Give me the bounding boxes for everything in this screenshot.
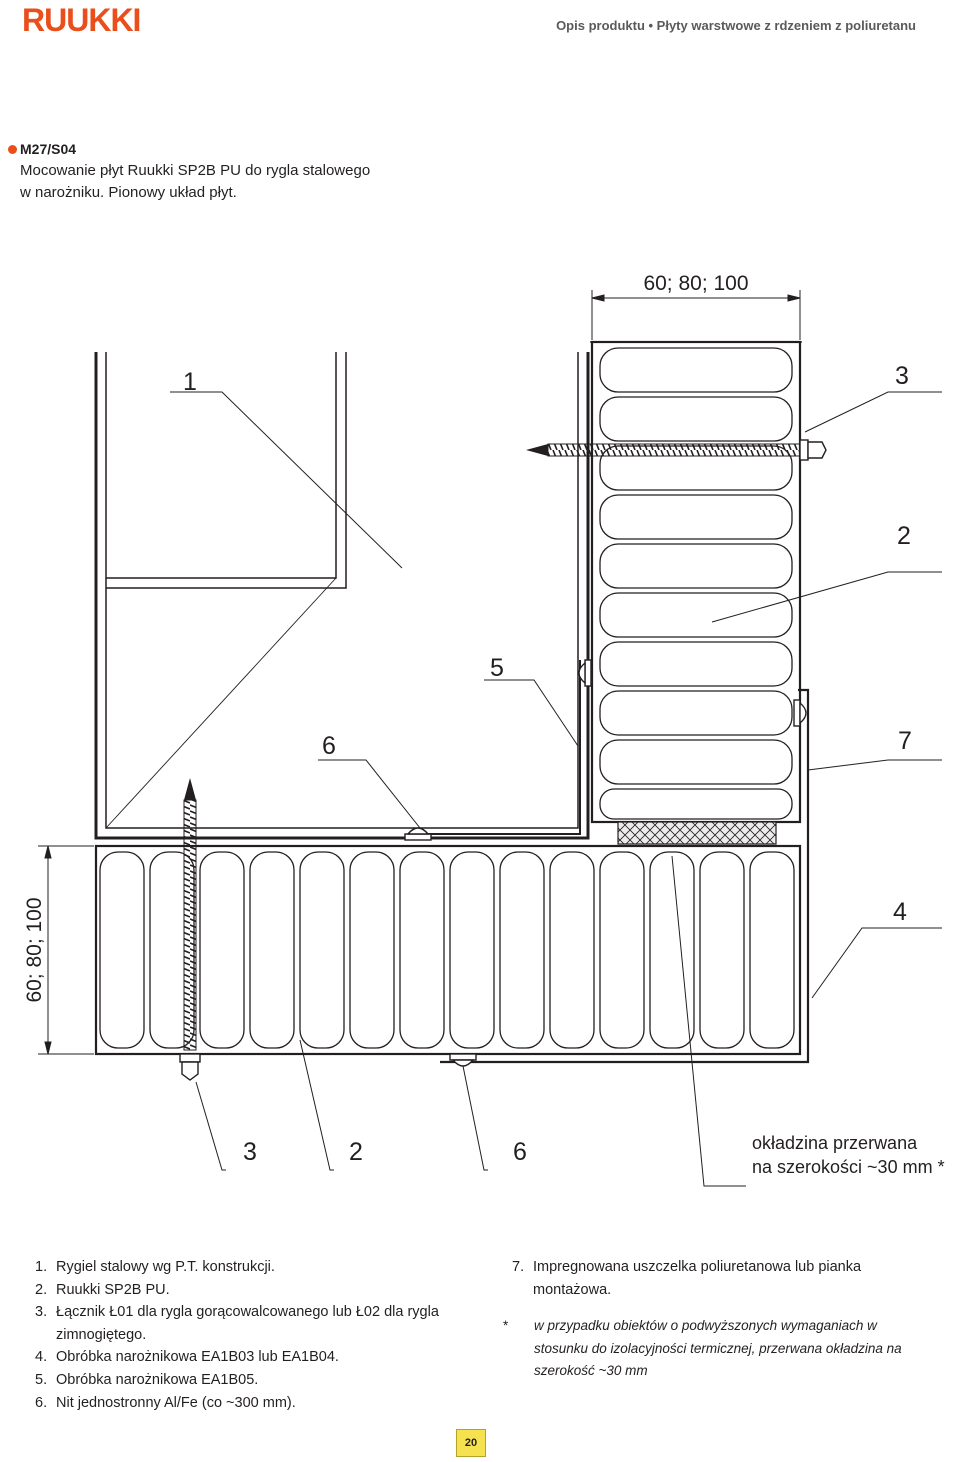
horizontal-panel	[94, 844, 802, 1056]
callout-4: 4	[893, 898, 907, 926]
dimension-left-label: 60; 80; 100	[23, 897, 46, 1002]
steel-rail	[94, 352, 590, 840]
corner-flashing-ea1b05	[420, 660, 581, 835]
legend-item-4: 4.Obróbka narożnikowa EA1B03 lub EA1B04.	[35, 1349, 339, 1366]
page-number: 20	[456, 1429, 486, 1457]
gap-note-line2: na szerokości ~30 mm *	[752, 1157, 945, 1177]
gap-note-line1: okładzina przerwana	[752, 1133, 918, 1153]
callout-7: 7	[898, 727, 912, 755]
corner-flashing-ea1b03	[440, 688, 810, 1064]
callout-3-bottom: 3	[243, 1138, 257, 1166]
legend-item-6: 6.Nit jednostronny Al/Fe (co ~300 mm).	[35, 1394, 296, 1411]
callout-5: 5	[490, 654, 504, 682]
callout-3-top: 3	[895, 362, 909, 390]
ruukki-logo: RUUKKI	[22, 2, 141, 38]
legend-right: 7.Impregnowana uszczelka poliuretanowa l…	[503, 1256, 932, 1383]
legend-item-2: 2.Ruukki SP2B PU.	[35, 1281, 170, 1298]
callout-leaders	[170, 391, 942, 1187]
callout-6-left: 6	[322, 732, 336, 760]
vertical-panel	[590, 340, 802, 824]
fastener-bottom	[179, 778, 201, 1081]
polyurethane-seal	[617, 821, 777, 845]
callout-2-bottom: 2	[349, 1138, 363, 1166]
dimension-top-label: 60; 80; 100	[643, 272, 748, 295]
dimension-top	[591, 290, 801, 340]
legend-item-7: 7.Impregnowana uszczelka poliuretanowa l…	[512, 1259, 862, 1298]
legend-item-1: 1.Rygiel stalowy wg P.T. konstrukcji.	[35, 1259, 275, 1275]
legend-item-3: 3.Łącznik Ł01 dla rygla gorącowalcowaneg…	[35, 1304, 439, 1343]
detail-heading: M27/S04 Mocowanie płyt Ruukki SP2B PU do…	[8, 138, 580, 204]
callout-6-bottom: 6	[513, 1138, 527, 1166]
technical-drawing: 60; 80; 100 60; 80; 100 1 3 2 5 6 7 4 3 …	[23, 272, 945, 1187]
detail-code: M27/S04	[20, 141, 77, 157]
bullet-icon	[8, 145, 17, 154]
footnote: *w przypadku obiektów o podwyższonych wy…	[503, 1318, 902, 1379]
dimension-left	[38, 845, 94, 1055]
rivets	[404, 659, 807, 1067]
document-title: Opis produktu • Płyty warstwowe z rdzeni…	[556, 18, 916, 33]
svg-text:RUUKKI: RUUKKI	[22, 2, 140, 38]
fastener-top	[526, 439, 827, 461]
legend-left: 1.Rygiel stalowy wg P.T. konstrukcji. 2.…	[35, 1256, 485, 1414]
legend-item-5: 5.Obróbka narożnikowa EA1B05.	[35, 1371, 259, 1388]
callout-1: 1	[183, 368, 197, 396]
callout-2-top: 2	[897, 522, 911, 550]
detail-title-line2: w narożniku. Pionowy układ płyt.	[20, 184, 237, 201]
detail-title-line1: Mocowanie płyt Ruukki SP2B PU do rygla s…	[20, 162, 371, 179]
